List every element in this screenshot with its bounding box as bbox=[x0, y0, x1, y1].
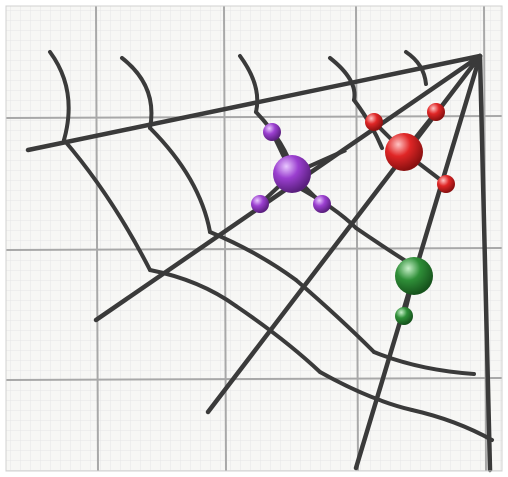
red-center-atom bbox=[385, 133, 423, 171]
green-molecule bbox=[395, 257, 433, 325]
green-center-atom bbox=[395, 257, 433, 295]
purple-center-atom bbox=[273, 155, 311, 193]
red-molecule bbox=[365, 103, 455, 193]
green-ligand-atom bbox=[395, 307, 413, 325]
red-ligand-atom bbox=[365, 113, 383, 131]
paper-border bbox=[5, 5, 503, 472]
fine-grid bbox=[6, 6, 502, 471]
purple-ligand-atom bbox=[313, 195, 331, 213]
purple-molecule bbox=[251, 123, 347, 213]
red-ligand-atom bbox=[427, 103, 445, 121]
purple-ligand-atom bbox=[251, 195, 269, 213]
red-ligand-atom bbox=[437, 175, 455, 193]
purple-ligand-atom bbox=[263, 123, 281, 141]
